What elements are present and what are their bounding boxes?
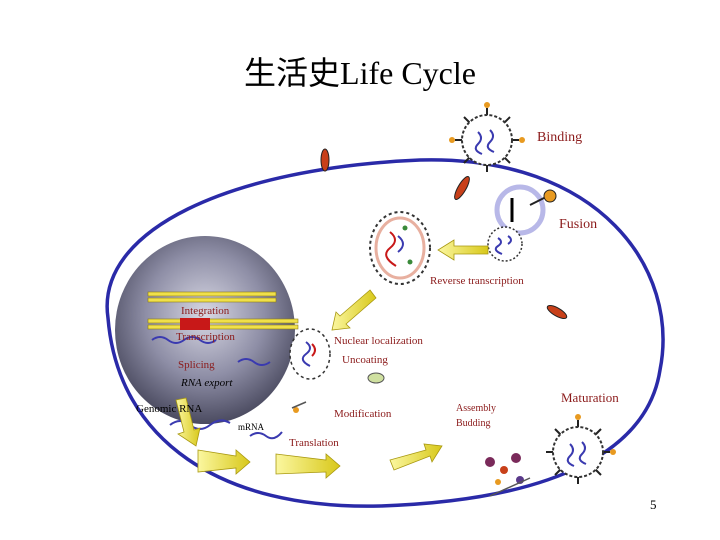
arrow-fusion-to-rt bbox=[437, 239, 489, 261]
integrated-provirus bbox=[180, 318, 210, 330]
cd4-receptor-2 bbox=[454, 176, 470, 200]
label-integration: Integration bbox=[181, 305, 230, 317]
nuclear-rna-1 bbox=[151, 336, 217, 344]
reverse-transcription-complex bbox=[369, 211, 431, 285]
label-mrna: mRNA bbox=[238, 422, 265, 432]
label-budding: Budding bbox=[456, 418, 491, 429]
cell-membrane bbox=[105, 158, 665, 508]
host-dna bbox=[147, 291, 299, 330]
label-transcription: Transcription bbox=[176, 331, 235, 343]
translation-arrows bbox=[197, 443, 443, 479]
modification-protein bbox=[367, 372, 385, 384]
preintegration-complex bbox=[289, 328, 331, 380]
label-uncoating: Uncoating bbox=[342, 354, 388, 366]
arrow-rt-to-nucleus bbox=[331, 289, 377, 331]
assembly-particles bbox=[485, 453, 531, 497]
label-nuclear-localization: Nuclear localization bbox=[334, 335, 423, 347]
nuclear-rna-2 bbox=[237, 358, 271, 366]
label-fusion: Fusion bbox=[559, 217, 598, 232]
label-genomic-rna: Genomic RNA bbox=[136, 403, 203, 415]
label-rna-export: RNA export bbox=[181, 377, 233, 389]
slide-title: 生活史Life Cycle bbox=[244, 55, 476, 91]
arrow-nucleus-export bbox=[175, 397, 201, 447]
cd4-receptor-3 bbox=[546, 305, 568, 319]
mrna-strand bbox=[249, 431, 283, 440]
cd4-receptor-1 bbox=[320, 148, 330, 172]
label-reverse-transcription: Reverse transcription bbox=[430, 275, 524, 287]
page-number: 5 bbox=[650, 497, 657, 512]
virion-binding bbox=[449, 102, 525, 172]
label-binding: Binding bbox=[537, 130, 583, 145]
label-maturation: Maturation bbox=[561, 390, 619, 405]
fusion-site bbox=[494, 184, 557, 236]
label-splicing: Splicing bbox=[178, 359, 215, 371]
viral-core-entering bbox=[487, 226, 523, 262]
label-modification: Modification bbox=[334, 408, 392, 420]
modification-cleavage bbox=[291, 401, 307, 413]
virion-mature bbox=[546, 414, 616, 484]
label-translation: Translation bbox=[289, 437, 339, 449]
label-assembly: Assembly bbox=[456, 403, 496, 414]
